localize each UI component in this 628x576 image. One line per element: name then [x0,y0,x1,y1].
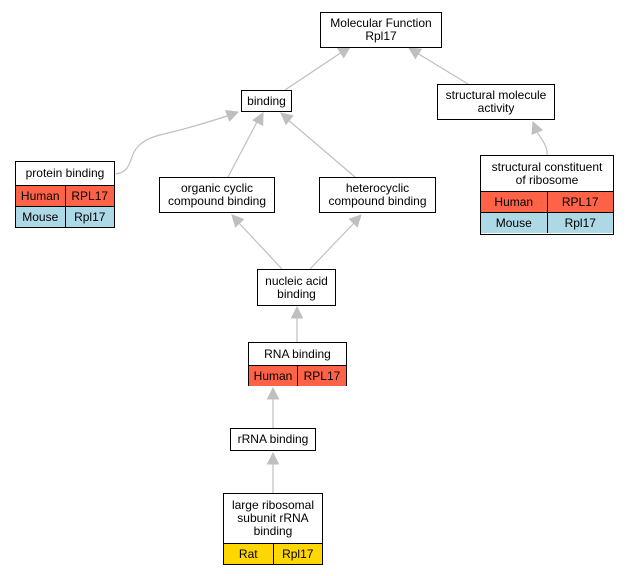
edge-organic-to-binding-line [227,119,259,178]
node-label: binding [247,93,286,108]
edge-sma-to-mf-line [416,52,469,85]
species-cell: Human [16,186,65,206]
node-rrna-binding[interactable]: rRNA binding [230,428,316,451]
node-rna-binding[interactable]: RNA binding Human RPL17 [248,342,347,386]
gene-cell: RPL17 [546,192,613,212]
edge-rna-to-nucleic-arrowhead [290,305,304,319]
species-cell: Mouse [481,213,547,233]
edge-hetero-to-binding-arrowhead [280,112,294,126]
edge-binding-to-mf-line [284,51,343,91]
node-heterocyclic-compound-binding[interactable]: heterocyclic compound binding [319,177,436,213]
node-label: nucleic acid binding [265,273,328,301]
edge-binding-to-mf-arrowhead [336,46,351,59]
node-protein-binding[interactable]: protein binding Human RPL17 Mouse Rpl17 [15,161,115,228]
edge-large-to-rrna-arrowhead [266,451,280,465]
node-structural-constituent-of-ribosome[interactable]: structural constituent of ribosome Human… [480,155,614,235]
gene-cell: RPL17 [297,366,346,386]
gene-row-mouse: Mouse Rpl17 [16,206,114,227]
node-label: RNA binding [264,346,331,361]
gene-cell: Rpl17 [64,207,114,227]
gene-row-mouse: Mouse Rpl17 [481,212,613,233]
gene-row-human: Human RPL17 [481,191,613,212]
gene-cell: Rpl17 [546,213,613,233]
node-label: structural molecule activity [445,88,547,115]
node-binding[interactable]: binding [241,90,292,112]
edge-rrna-to-rna-arrowhead [266,386,280,400]
edge-constituent-to-sma-line [535,129,548,156]
node-label: Molecular Function Rpl17 [330,16,432,43]
node-label: large ribosomal subunit rRNA binding [231,498,315,538]
node-label: structural constituent of ribosome [491,159,603,187]
edge-protein-to-binding-arrowhead [225,110,240,122]
gene-cell: Rpl17 [272,544,322,564]
edge-nucleic-to-hetero-line [309,221,356,270]
species-cell: Human [249,366,297,386]
species-cell: Mouse [16,207,65,227]
species-cell: Human [481,192,547,212]
node-organic-cyclic-compound-binding[interactable]: organic cyclic compound binding [159,177,275,213]
node-label: organic cyclic compound binding [167,181,267,208]
node-structural-molecule-activity[interactable]: structural molecule activity [437,84,555,120]
species-cell: Rat [224,544,273,564]
gene-row-human: Human RPL17 [249,365,346,386]
edge-sma-to-mf-arrowhead [408,47,423,60]
edge-constituent-to-sma-arrowhead [531,120,544,136]
node-large-ribosomal-subunit-rrna-binding[interactable]: large ribosomal subunit rRNA binding Rat… [223,493,323,565]
gene-row-rat: Rat Rpl17 [224,543,322,564]
node-label: heterocyclic compound binding [328,181,427,208]
edge-nucleic-to-hetero-arrowhead [348,214,362,228]
gene-row-human: Human RPL17 [16,185,114,206]
node-label: rRNA binding [237,432,309,446]
edge-organic-to-binding-arrowhead [252,112,264,127]
edge-hetero-to-binding-line [286,118,356,178]
node-molecular-function[interactable]: Molecular Function Rpl17 [320,12,442,48]
edge-protein-to-binding-line [115,114,231,175]
edge-nucleic-to-organic-arrowhead [231,214,245,228]
edge-nucleic-to-organic-line [237,221,283,270]
gene-cell: RPL17 [64,186,114,206]
node-label: protein binding [25,166,105,180]
node-nucleic-acid-binding[interactable]: nucleic acid binding [257,269,336,306]
